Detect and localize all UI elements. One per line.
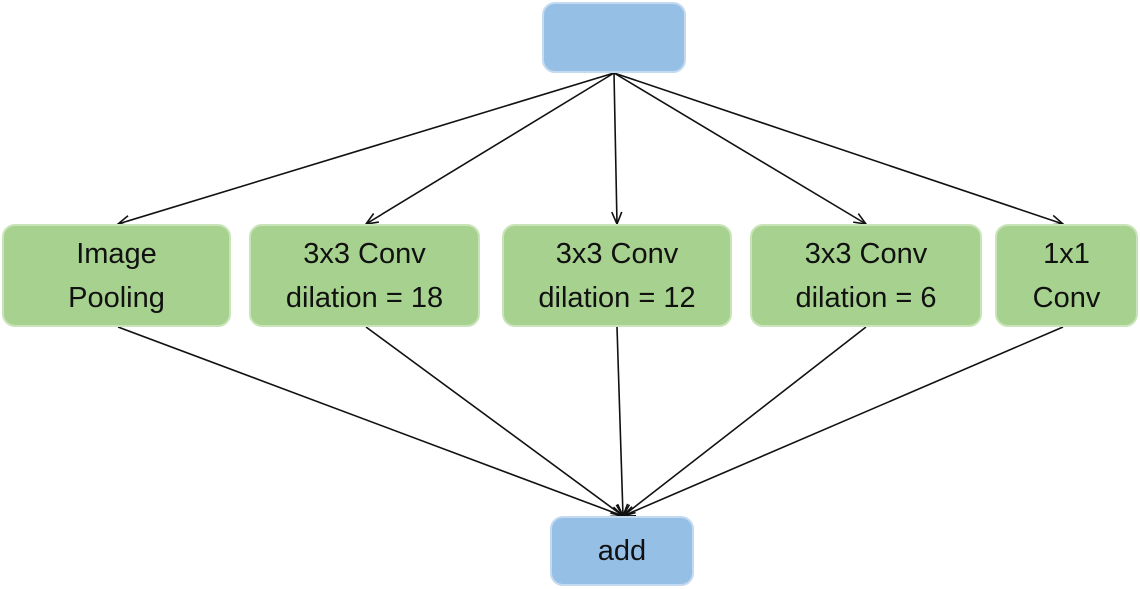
- conv-1x1-line-1: 1x1: [1043, 237, 1090, 270]
- conv-dilation-12-line-2: dilation = 12: [538, 281, 696, 314]
- conv-dilation-6-line-1: 3x3 Conv: [804, 237, 928, 270]
- conv-dilation-18-line-2: dilation = 18: [285, 281, 444, 314]
- arrow-input-to-conv-1x1: [613, 72, 1063, 224]
- add-node-label: add: [597, 535, 647, 567]
- arrow-conv-dilation-18-to-add: [365, 326, 623, 516]
- conv-dilation-6-line-2: dilation = 6: [795, 281, 937, 314]
- add-node: add: [550, 516, 694, 586]
- image-pooling-line-2: Pooling: [68, 281, 165, 314]
- image-pooling-node: Image Pooling: [2, 224, 231, 327]
- conv-dilation-12-line-1: 3x3 Conv: [555, 237, 679, 270]
- image-pooling-line-1: Image: [76, 237, 157, 270]
- conv-dilation-18-line-1: 3x3 Conv: [303, 237, 426, 270]
- arrow-input-to-conv-dilation-12: [614, 72, 617, 224]
- arrow-conv-1x1-to-add: [623, 326, 1064, 516]
- arrow-conv-dilation-6-to-add: [623, 326, 867, 516]
- conv-dilation-18-node: 3x3 Conv dilation = 18: [249, 224, 480, 327]
- arrow-conv-dilation-12-to-add: [616, 326, 623, 516]
- conv-dilation-6-node: 3x3 Conv dilation = 6: [750, 224, 982, 327]
- conv-1x1-node: 1x1 Conv: [995, 224, 1138, 327]
- input-node: [542, 2, 686, 73]
- arrow-input-to-conv-dilation-18: [366, 72, 615, 224]
- conv-dilation-12-node: 3x3 Conv dilation = 12: [502, 224, 732, 327]
- arrow-input-to-conv-dilation-6: [613, 72, 866, 224]
- conv-1x1-line-2: Conv: [1032, 281, 1101, 314]
- arrow-input-to-image-pooling: [118, 72, 615, 224]
- arrow-image-pooling-to-add: [117, 326, 623, 516]
